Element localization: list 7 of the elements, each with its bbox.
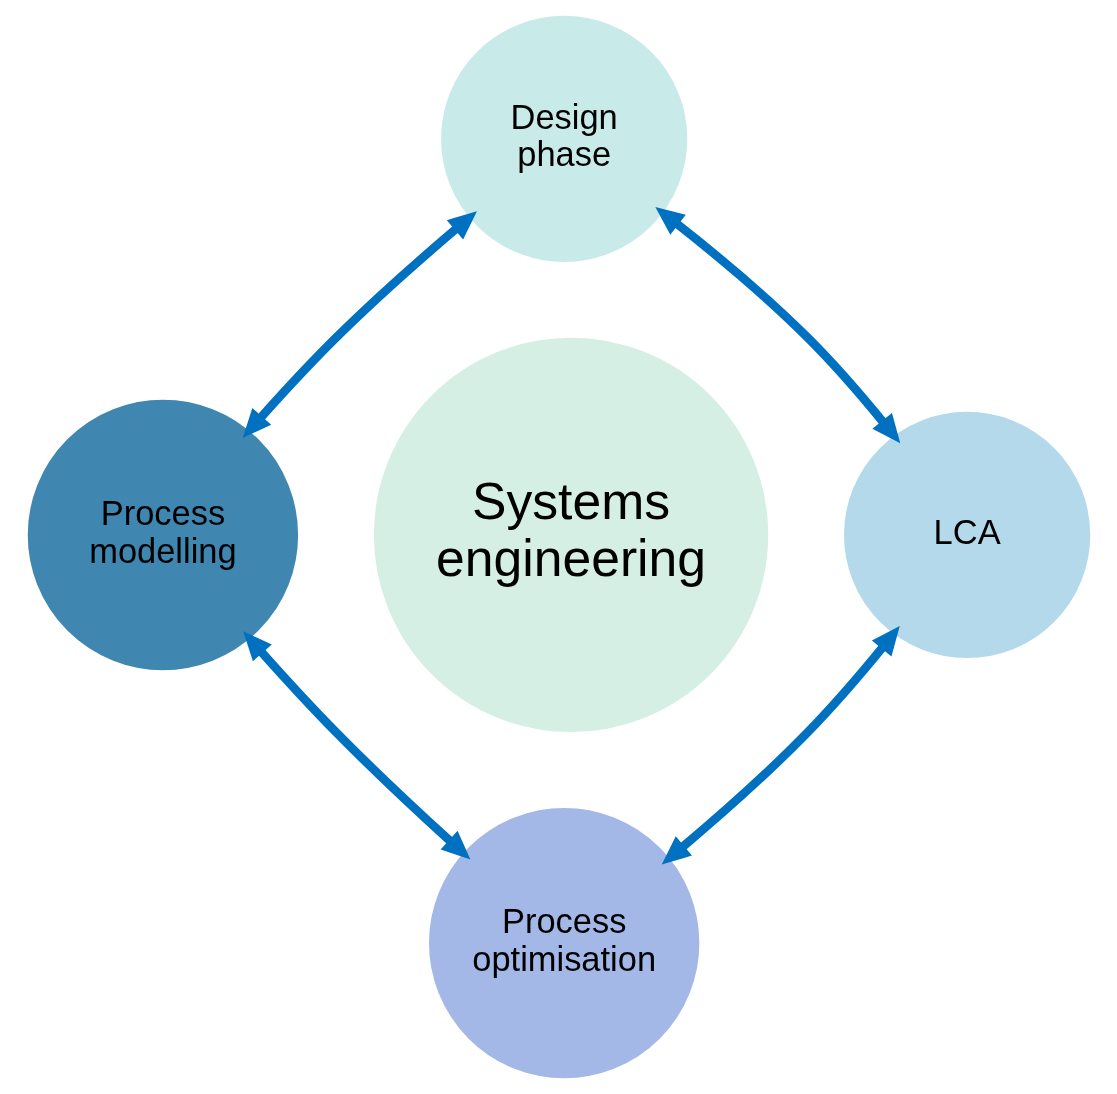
arrow (654, 207, 900, 444)
arrow (242, 211, 477, 438)
node-circle: Systems engineering (371, 336, 770, 734)
node-circle: Process modelling (25, 398, 300, 672)
node-circle: Process optimisation (426, 806, 701, 1080)
arrow (242, 631, 470, 860)
arrow (661, 626, 900, 865)
